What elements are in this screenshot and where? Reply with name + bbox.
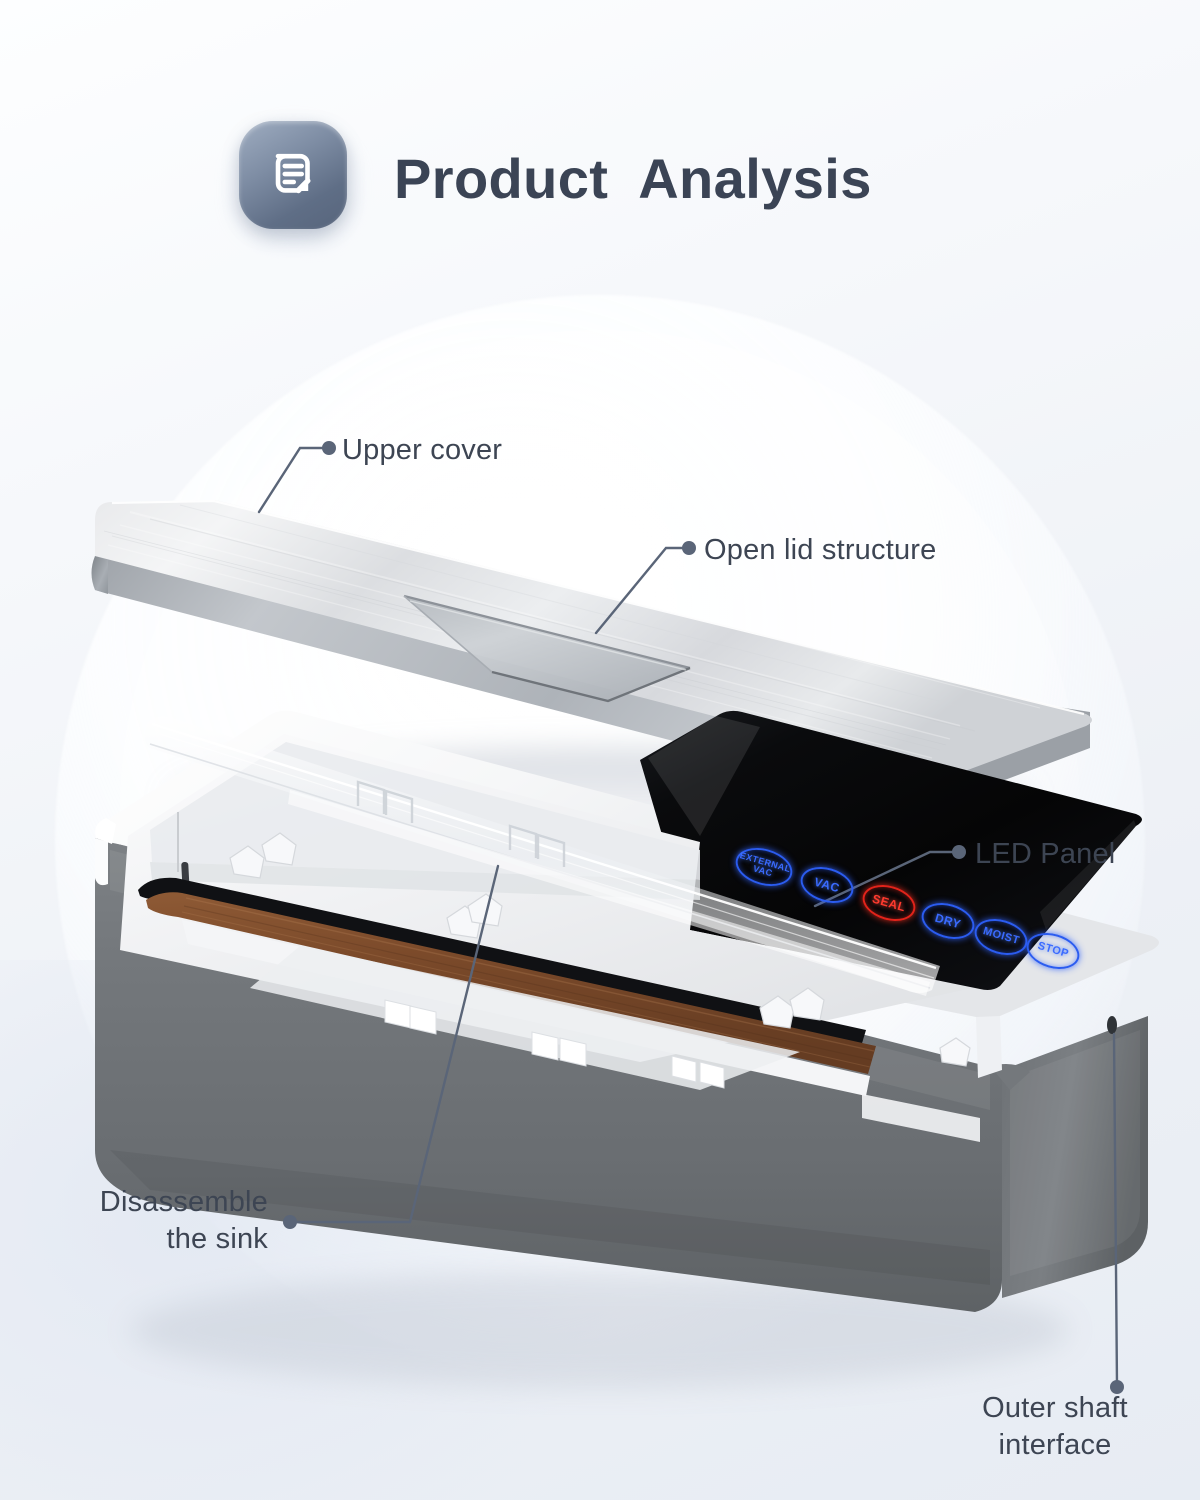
page-header: Product Analysis (226, 108, 872, 250)
leader-dot-upper-cover (322, 441, 336, 455)
callout-disassemble-the-sink: Disassemble the sink (99, 1186, 268, 1256)
chamber-lower-shelf (182, 920, 870, 1096)
leader-lines (257, 446, 1119, 1388)
chamber-ribs (384, 999, 725, 1089)
lid-edge (95, 556, 1090, 808)
lid-edge-left (91, 556, 108, 594)
body-shadow (130, 1272, 1070, 1388)
open-lid-structure (403, 594, 691, 703)
led-button-dry[interactable]: DRY (917, 897, 979, 945)
leader-dot-led-panel (952, 845, 966, 859)
upper-cover-part (91, 499, 1092, 808)
leader-dot-open-lid (682, 541, 696, 555)
leader-open-lid (594, 546, 692, 635)
led-button-vac[interactable]: VAC (796, 861, 858, 909)
lid-top (95, 500, 1092, 775)
chamber-floor-panel (250, 946, 800, 1090)
chamber-back-wall (150, 742, 700, 880)
acrylic-rail-clips (356, 780, 566, 867)
leader-outer-shaft (1112, 1032, 1119, 1388)
callout-upper-cover: Upper cover (342, 434, 503, 466)
document-note-icon (264, 146, 322, 204)
leader-disassemble-sink (288, 864, 500, 1224)
leader-dots (283, 441, 1124, 1394)
callout-outer-shaft-interface: Outer shaft interface (982, 1392, 1128, 1462)
rim-right-lip (976, 1016, 1002, 1078)
lid-top-highlight (111, 499, 1085, 716)
rim-left-lip (95, 838, 108, 886)
leader-upper-cover (257, 446, 332, 514)
page-title: Product Analysis (394, 147, 872, 210)
lid-shadow (170, 748, 1030, 852)
chamber-gasket (138, 877, 866, 1050)
outer-shaft-interface-hole (1107, 1016, 1117, 1034)
body-right-face (1002, 1016, 1148, 1298)
acrylic-rail (144, 716, 940, 993)
body-left-face (95, 838, 190, 1205)
sealing-strip (146, 892, 876, 1074)
chamber-clips (229, 832, 971, 1067)
badge-surface (239, 121, 347, 229)
led-button-moist[interactable]: MOIST (970, 913, 1032, 961)
header-icon-badge (226, 108, 362, 250)
sealing-strip-texture (181, 897, 875, 1068)
rim-front-notch (862, 1094, 980, 1142)
callout-led-panel: LED Panel (975, 838, 1116, 870)
led-button-external-vac[interactable]: EXTERNAL VAC (731, 841, 797, 893)
background-dome-inner (120, 330, 1080, 1290)
leader-dot-disassemble-sink (283, 1215, 297, 1229)
led-button-stop[interactable]: STOP (1022, 927, 1084, 975)
callout-open-lid-structure: Open lid structure (704, 534, 937, 566)
led-button-seal[interactable]: SEAL (858, 879, 920, 927)
chamber-vent-slot (181, 861, 190, 894)
